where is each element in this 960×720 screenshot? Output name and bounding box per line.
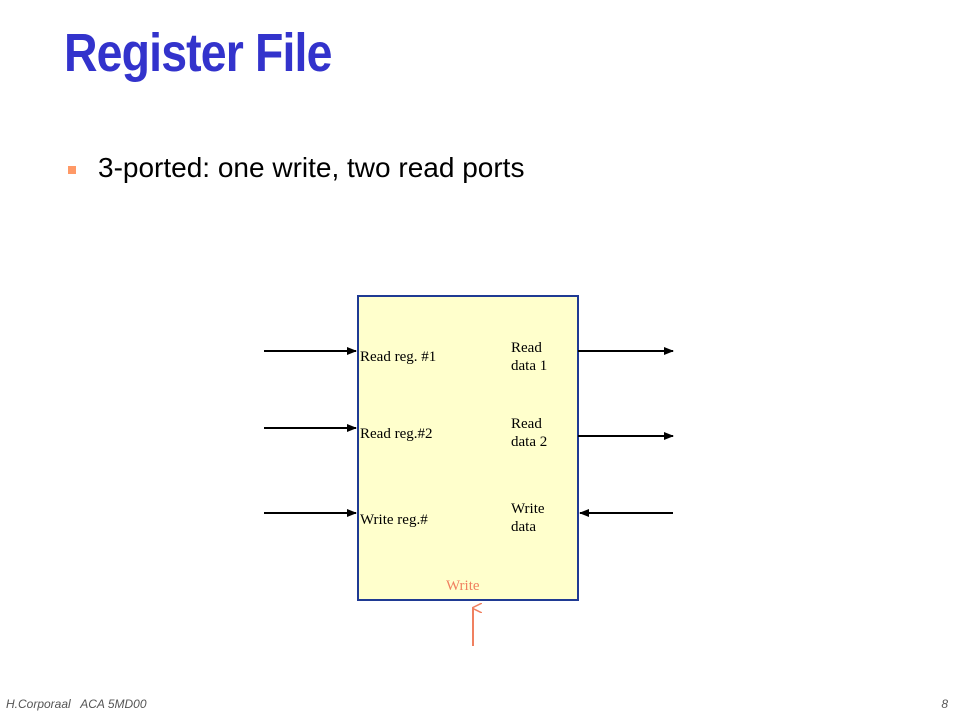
bullet-text: 3-ported: one write, two read ports [98,152,525,183]
write-control-label: Write [446,578,480,594]
read-data-2-label-line2: data 2 [511,434,547,450]
register-file-box [357,295,579,601]
write-data-label-line2: data [511,519,536,535]
read-data-2-label-line1: Read [511,416,542,432]
write-data-label-line1: Write [511,501,545,517]
read-reg-2-label: Read reg.#2 [360,426,432,442]
read-reg-1-label: Read reg. #1 [360,349,436,365]
slide-title: Register File [64,23,332,83]
page-number: 8 [941,697,948,711]
read-data-1-label-line1: Read [511,340,542,356]
footer-author: H.Corporaal ACA 5MD00 [6,697,147,711]
bullet-square-icon [68,166,76,174]
read-data-1-label-line2: data 1 [511,358,547,374]
bullet-item: 3-ported: one write, two read ports [68,152,524,184]
write-reg-label: Write reg.# [360,512,428,528]
